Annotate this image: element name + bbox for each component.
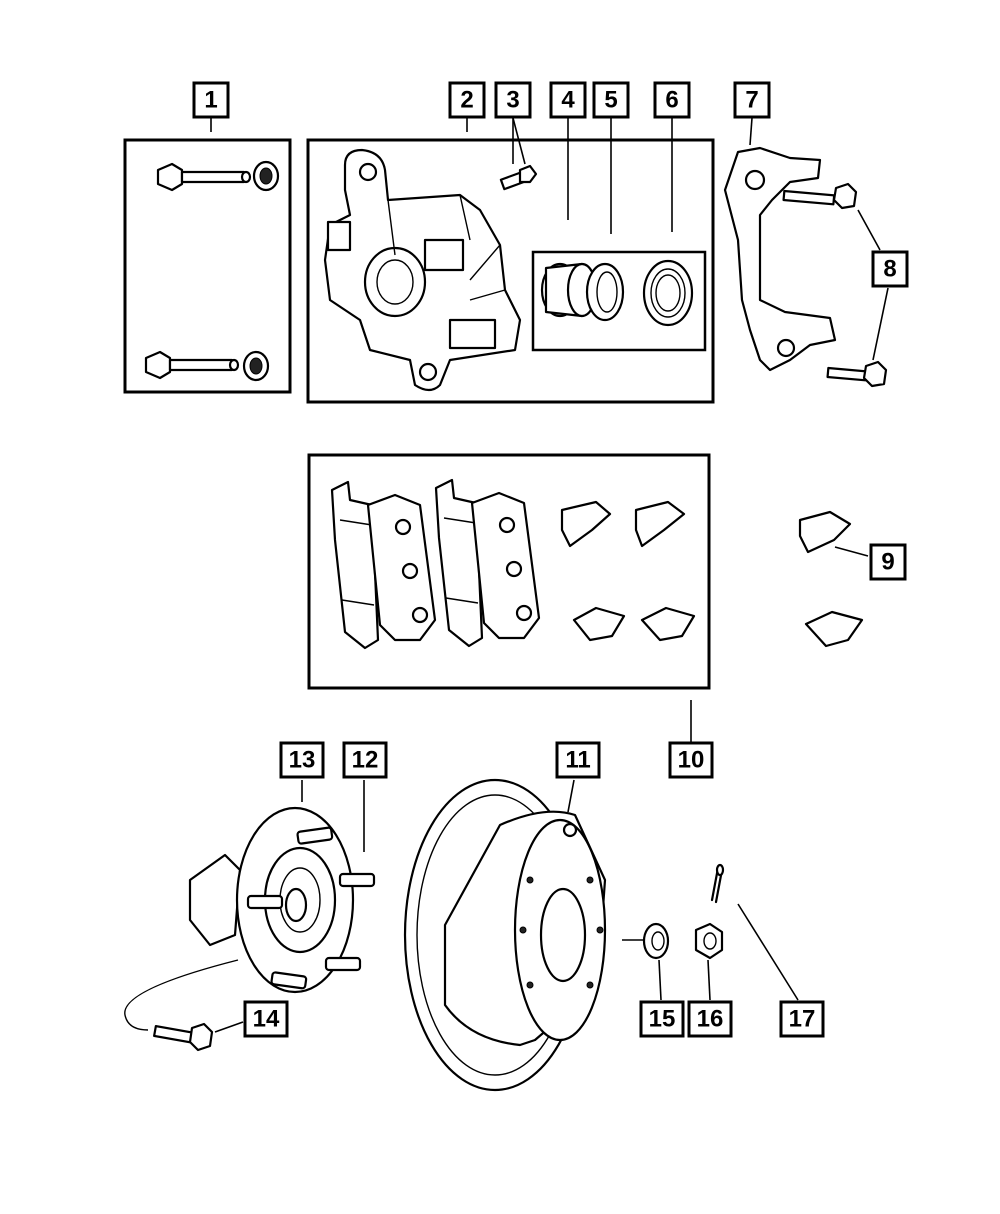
callout-17: 17 — [779, 1000, 825, 1038]
callout-label: 12 — [352, 747, 379, 774]
callout-label: 17 — [789, 1006, 816, 1033]
callout-6: 6 — [653, 81, 691, 119]
group-box-brake-pads — [307, 453, 711, 690]
hub-bearing-assembly — [188, 806, 355, 994]
callout-13: 13 — [279, 741, 325, 779]
adapter-bolt-top — [782, 182, 858, 210]
callout-15: 15 — [639, 1000, 685, 1038]
pad-clip-loose-bottom — [804, 610, 864, 648]
callout-label: 8 — [883, 256, 896, 283]
callout-3: 3 — [494, 81, 532, 119]
callout-label: 6 — [665, 87, 678, 114]
leader-lines — [210, 117, 889, 1033]
callout-label: 16 — [697, 1006, 724, 1033]
brake-pad-1 — [330, 480, 380, 650]
callout-11: 11 — [555, 741, 601, 779]
callout-label: 14 — [253, 1006, 280, 1033]
cotter-pin — [710, 863, 725, 904]
pad-clip-4 — [640, 606, 696, 642]
guide-pin-bolt-top — [156, 162, 252, 192]
brake-pad-2 — [366, 493, 437, 642]
callout-7: 7 — [733, 81, 771, 119]
brake-pad-3 — [434, 478, 484, 648]
callout-2: 2 — [448, 81, 486, 119]
callout-label: 13 — [289, 747, 316, 774]
callout-label: 1 — [204, 87, 217, 114]
caliper-housing — [323, 148, 522, 392]
pad-clip-loose-top — [798, 510, 852, 554]
hub-nut — [694, 922, 724, 960]
callout-label: 15 — [649, 1006, 676, 1033]
wheel-speed-sensor-wire — [124, 959, 239, 1031]
guide-pin-bolt-bottom — [144, 350, 240, 380]
callout-label: 11 — [565, 747, 590, 774]
piston-boot — [585, 262, 625, 322]
brake-rotor — [403, 778, 607, 1092]
callout-14: 14 — [243, 1000, 289, 1038]
hub-washer — [622, 922, 670, 960]
adapter-bolt-bottom — [826, 360, 888, 388]
callout-4: 4 — [549, 81, 587, 119]
pad-clip-3 — [572, 606, 626, 642]
callout-label: 3 — [506, 87, 519, 114]
callout-label: 5 — [604, 87, 617, 114]
callout-label: 10 — [678, 747, 705, 774]
guide-pin-bushing-bottom — [242, 350, 270, 382]
piston-seal — [642, 259, 694, 327]
group-box-caliper — [306, 138, 715, 404]
caliper-adapter-bracket — [723, 146, 837, 372]
callout-16: 16 — [687, 1000, 733, 1038]
brake-pad-4 — [470, 491, 541, 640]
pad-clip-1 — [560, 500, 612, 548]
wheel-studs — [246, 826, 376, 990]
pad-clip-2 — [634, 500, 686, 548]
callout-12: 12 — [342, 741, 388, 779]
callout-5: 5 — [592, 81, 630, 119]
group-box-piston-seal — [531, 250, 707, 352]
hub-mounting-bolt — [153, 1022, 214, 1052]
callout-9: 9 — [869, 543, 907, 581]
callout-label: 7 — [745, 87, 758, 114]
callout-1: 1 — [192, 81, 230, 119]
callout-8: 8 — [871, 250, 909, 288]
callout-label: 2 — [460, 87, 473, 114]
bleeder-screw — [499, 164, 538, 191]
callout-10: 10 — [668, 741, 714, 779]
guide-pin-bushing-top — [252, 160, 280, 192]
callout-label: 4 — [561, 87, 575, 114]
group-box-guide-pins — [123, 138, 292, 394]
callout-label: 9 — [881, 549, 894, 576]
